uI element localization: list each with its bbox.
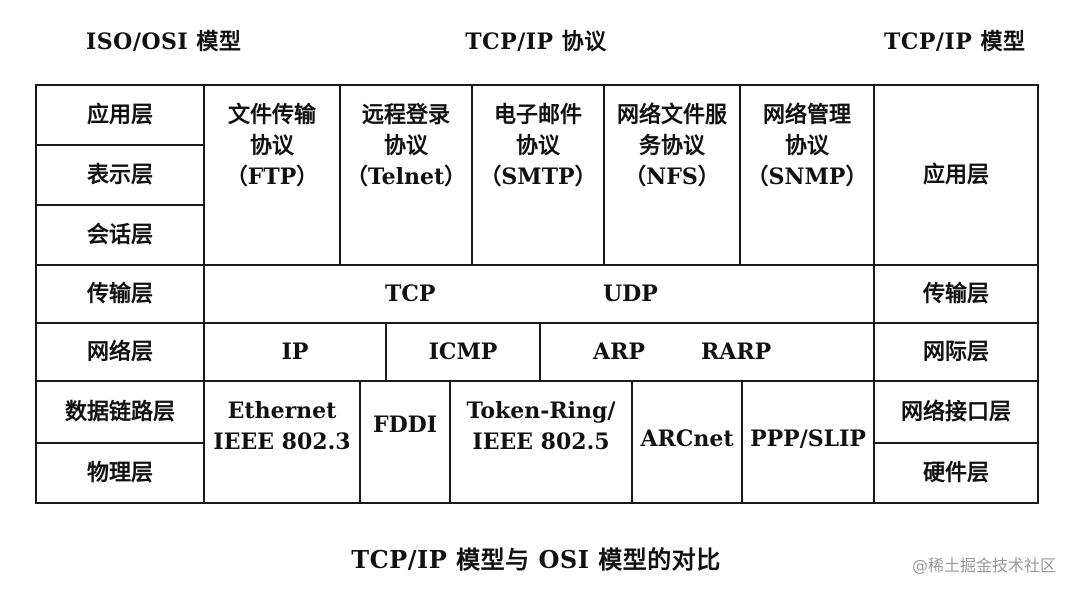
tcpip-model-header: TCP/IP 模型 [884,29,1026,55]
osi-transport-layer: 传输层 [35,264,205,324]
tcpip-protocols-header: TCP/IP 协议 [465,29,607,55]
watermark-text: @稀土掘金技术社区 [911,556,1056,575]
tcpip-transport-layer: 传输层 [873,264,1039,324]
arp-label: ARP [593,338,645,365]
tcpip-network-interface-layer: 网络接口层 [873,380,1039,444]
nfs-protocol-cell: 网络文件服 务协议 （NFS） [603,84,741,266]
osi-session-layer: 会话层 [35,204,205,266]
osi-data-link-layer: 数据链路层 [35,380,205,444]
ppp-slip-protocol-cell: PPP/SLIP [741,380,875,504]
rarp-label: RARP [701,338,772,365]
snmp-protocol-cell: 网络管理 协议 （SNMP） [739,84,875,266]
telnet-protocol-cell: 远程登录 协议 （Telnet） [339,84,473,266]
udp-label: UDP [603,280,658,307]
tcpip-application-layer: 应用层 [873,84,1039,266]
token-ring-protocol-cell: Token-Ring/ IEEE 802.5 [449,380,633,504]
icmp-protocol-cell: ICMP [385,322,541,382]
osi-network-layer: 网络层 [35,322,205,382]
tcpip-internet-layer: 网际层 [873,322,1039,382]
smtp-protocol-cell: 电子邮件 协议 （SMTP） [471,84,605,266]
ethernet-protocol-cell: Ethernet IEEE 802.3 [203,380,361,504]
ip-protocol-cell: IP [203,322,387,382]
tcp-label: TCP [385,280,436,307]
arcnet-protocol-cell: ARCnet [631,380,743,504]
osi-model-header: ISO/OSI 模型 [86,29,242,55]
fddi-protocol-cell: FDDI [359,380,451,504]
osi-physical-layer: 物理层 [35,442,205,504]
osi-application-layer: 应用层 [35,84,205,146]
osi-presentation-layer: 表示层 [35,144,205,206]
ftp-protocol-cell: 文件传输 协议 （FTP） [203,84,341,266]
transport-protocols-cell: TCP UDP [203,264,875,324]
diagram-caption: TCP/IP 模型与 OSI 模型的对比 [351,545,721,574]
tcpip-hardware-layer: 硬件层 [873,442,1039,504]
arp-rarp-protocol-cell: ARP RARP [539,322,875,382]
model-comparison-diagram: 应用层 表示层 会话层 传输层 网络层 数据链路层 物理层 文件传输 协议 （F… [35,84,1039,504]
